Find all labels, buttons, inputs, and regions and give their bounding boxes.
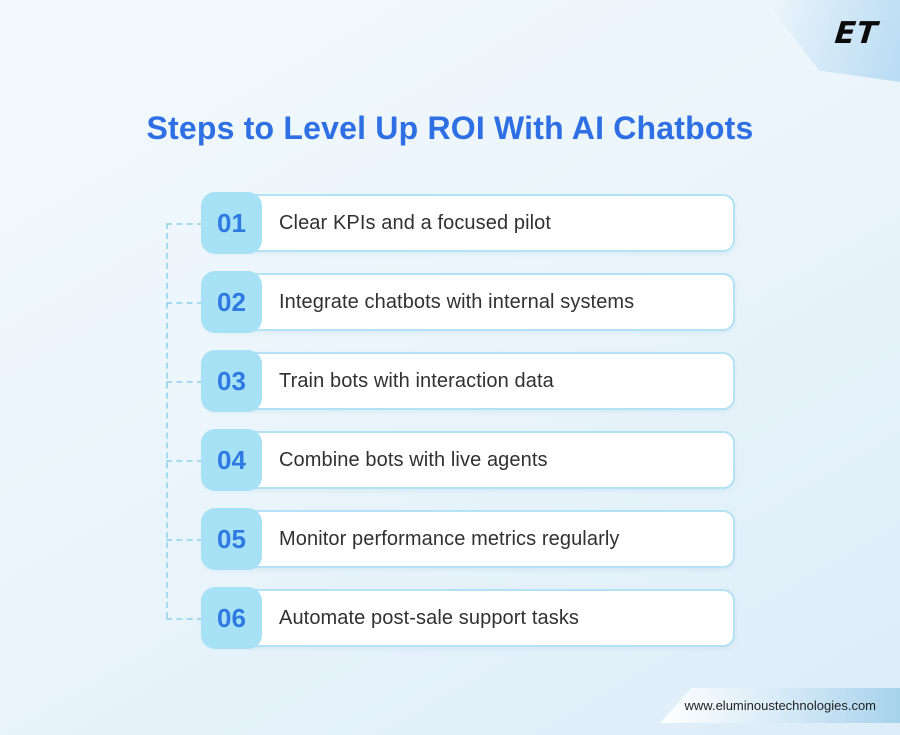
step-label: Clear KPIs and a focused pilot: [279, 211, 552, 234]
step-card: Automate post-sale support tasks: [203, 589, 735, 647]
connector-branch: [166, 539, 203, 541]
step-row-4: Combine bots with live agents 04: [166, 429, 735, 491]
step-number-badge: 03: [201, 350, 262, 412]
connector-branch: [166, 381, 203, 383]
page-title: Steps to Level Up ROI With AI Chatbots: [146, 110, 754, 146]
website-url: www.eluminoustechnologies.com: [684, 698, 876, 713]
step-card: Combine bots with live agents: [203, 431, 735, 489]
step-label: Integrate chatbots with internal systems: [279, 290, 635, 313]
step-number-badge: 01: [201, 192, 262, 254]
step-card: Monitor performance metrics regularly: [203, 510, 735, 568]
step-row-3: Train bots with interaction data 03: [166, 350, 735, 412]
corner-decoration-top-right: [765, 0, 900, 82]
step-row-5: Monitor performance metrics regularly 05: [166, 508, 735, 570]
steps-connector-spine: [166, 223, 168, 618]
connector-branch: [166, 302, 203, 304]
connector-branch: [166, 618, 203, 620]
step-card: Integrate chatbots with internal systems: [203, 273, 735, 331]
step-card: Train bots with interaction data: [203, 352, 735, 410]
step-label: Train bots with interaction data: [279, 369, 554, 392]
step-number-badge: 06: [201, 587, 262, 649]
step-label: Combine bots with live agents: [279, 448, 548, 471]
steps-list: Clear KPIs and a focused pilot 01 Integr…: [166, 192, 735, 649]
step-row-6: Automate post-sale support tasks 06: [166, 587, 735, 649]
footer-ribbon: www.eluminoustechnologies.com: [660, 688, 900, 723]
step-number-badge: 05: [201, 508, 262, 570]
connector-branch: [166, 223, 203, 225]
brand-logo: ET: [833, 16, 880, 51]
step-row-1: Clear KPIs and a focused pilot 01: [166, 192, 735, 254]
step-label: Monitor performance metrics regularly: [279, 527, 620, 550]
connector-branch: [166, 460, 203, 462]
step-row-2: Integrate chatbots with internal systems…: [166, 271, 735, 333]
step-number-badge: 04: [201, 429, 262, 491]
step-number-badge: 02: [201, 271, 262, 333]
step-card: Clear KPIs and a focused pilot: [203, 194, 735, 252]
step-label: Automate post-sale support tasks: [279, 606, 580, 629]
